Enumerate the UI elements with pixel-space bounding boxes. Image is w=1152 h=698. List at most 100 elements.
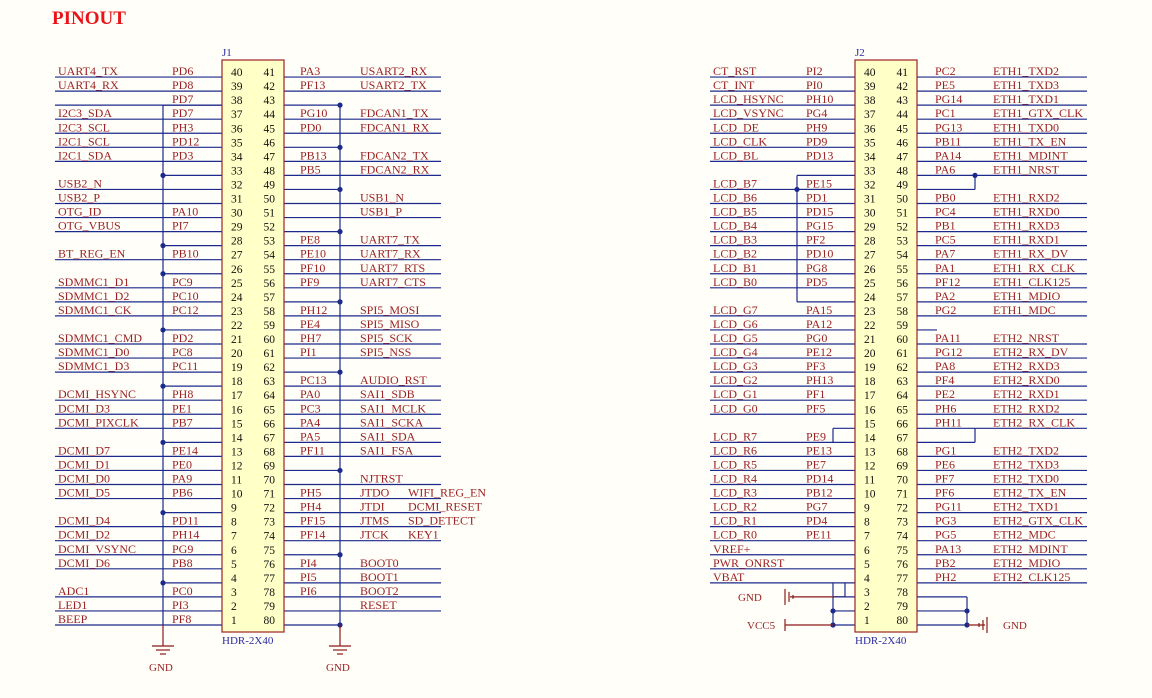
net-label: DCMI_D0 xyxy=(58,472,110,486)
pin-label: PB7 xyxy=(172,415,193,429)
net-label: SDMMC1_D1 xyxy=(58,275,129,289)
pin-label: PG5 xyxy=(935,528,956,542)
pin-number: 15 xyxy=(231,418,243,430)
net-label: LCD_DE xyxy=(713,120,759,134)
net-label: DCMI_D5 xyxy=(58,486,110,500)
pin-label: PE11 xyxy=(806,528,832,542)
pin-number: 26 xyxy=(864,264,876,276)
pin-number: 10 xyxy=(231,489,243,501)
net-label: LCD_G5 xyxy=(713,331,758,345)
net-label: ETH2_GTX_CLK xyxy=(993,514,1083,528)
net-label: ETH1_TXD3 xyxy=(993,78,1059,92)
pin-number: 74 xyxy=(264,531,276,543)
pin-label: PA2 xyxy=(935,289,955,303)
pin-label: PE14 xyxy=(172,443,198,457)
pin-number: 46 xyxy=(897,137,909,149)
gnd-label: GND xyxy=(149,662,173,674)
pin-label: PC10 xyxy=(172,289,199,303)
pin-number: 24 xyxy=(231,292,243,304)
pin-label: PI2 xyxy=(806,64,823,78)
pin-number: 32 xyxy=(231,179,243,191)
pin-number: 51 xyxy=(264,208,276,220)
pin-number: 36 xyxy=(864,123,876,135)
net-label: I2C1_SDA xyxy=(58,148,112,162)
net-label: CT_INT xyxy=(713,78,755,92)
gnd-label: GND xyxy=(738,592,762,604)
pin-number: 41 xyxy=(897,67,909,79)
pin-number: 66 xyxy=(897,418,909,430)
pin-number: 50 xyxy=(897,194,909,206)
pin-number: 43 xyxy=(897,95,909,107)
pin-number: 35 xyxy=(864,137,876,149)
connector-type: HDR-2X40 xyxy=(222,635,274,647)
pin-label: PE2 xyxy=(935,387,955,401)
pin-label: PG12 xyxy=(935,345,962,359)
pin-label: PD14 xyxy=(806,472,833,486)
net-label: DCMI_RESET xyxy=(408,500,483,514)
pin-number: 1 xyxy=(231,615,237,627)
net-label: ETH1_MDC xyxy=(993,303,1056,317)
junction-dot xyxy=(160,243,166,249)
pin-label: PE9 xyxy=(806,429,826,443)
net-label: ETH2_TX_EN xyxy=(993,486,1067,500)
pin-label: PH13 xyxy=(806,373,833,387)
pin-number: 44 xyxy=(264,109,276,121)
net-label: BOOT0 xyxy=(360,556,399,570)
pin-label: PA13 xyxy=(935,542,961,556)
pin-label: PE12 xyxy=(806,345,832,359)
pin-label: PB11 xyxy=(935,134,961,148)
pin-number: 9 xyxy=(231,503,237,515)
pin-label: PA5 xyxy=(300,429,320,443)
pin-number: 31 xyxy=(231,194,243,206)
pin-number: 2 xyxy=(864,601,870,613)
pin-number: 28 xyxy=(231,236,243,248)
net-label: ETH2_TXD0 xyxy=(993,472,1059,486)
net-label: SDMMC1_CK xyxy=(58,303,132,317)
net-label: LCD_R1 xyxy=(713,514,757,528)
pin-number: 58 xyxy=(897,306,909,318)
pin-number: 25 xyxy=(864,278,876,290)
pin-label: PF3 xyxy=(806,359,825,373)
wiring xyxy=(55,76,1087,655)
pin-number: 34 xyxy=(231,151,243,163)
pin-label: PG11 xyxy=(935,500,962,514)
pin-label: PH4 xyxy=(300,500,321,514)
pin-label: PH8 xyxy=(172,387,193,401)
pin-number: 56 xyxy=(264,278,276,290)
net-label: DCMI_D3 xyxy=(58,401,110,415)
pin-number: 7 xyxy=(864,531,870,543)
pin-number: 71 xyxy=(897,489,909,501)
pin-number: 29 xyxy=(231,222,243,234)
pin-number: 3 xyxy=(231,587,237,599)
pin-label: PB0 xyxy=(935,191,956,205)
pin-number: 19 xyxy=(864,362,876,374)
junction-dot xyxy=(337,369,343,375)
net-label: FDCAN2_RX xyxy=(360,162,430,176)
pin-number: 22 xyxy=(231,320,243,332)
pin-number: 39 xyxy=(231,81,243,93)
pin-label: PE13 xyxy=(806,443,832,457)
pin-number: 32 xyxy=(864,179,876,191)
pin-number: 48 xyxy=(264,165,276,177)
pin-label: PH9 xyxy=(806,120,827,134)
net-label: LCD_R0 xyxy=(713,528,757,542)
junction-dot xyxy=(160,509,166,516)
pin-number: 23 xyxy=(864,306,876,318)
pin-number: 69 xyxy=(897,460,909,472)
pin-label: PD6 xyxy=(172,64,193,78)
pin-label: PD8 xyxy=(172,78,193,92)
pin-label: PH5 xyxy=(300,486,321,500)
pin-number: 38 xyxy=(864,95,876,107)
pin-number: 71 xyxy=(264,489,276,501)
pin-number: 42 xyxy=(264,81,276,93)
net-label: USB2_N xyxy=(58,176,102,190)
pin-number: 53 xyxy=(264,236,276,248)
pin-label: PI5 xyxy=(300,570,317,584)
pin-label: PD15 xyxy=(806,205,833,219)
net-label: WIFI_REG_EN xyxy=(408,486,486,500)
net-label: VREF+ xyxy=(713,542,751,556)
net-label: JTDO xyxy=(360,486,390,500)
net-label: ETH1_RX_DV xyxy=(993,247,1069,261)
pin-label: PC3 xyxy=(300,401,321,415)
pin-number: 37 xyxy=(231,109,243,121)
